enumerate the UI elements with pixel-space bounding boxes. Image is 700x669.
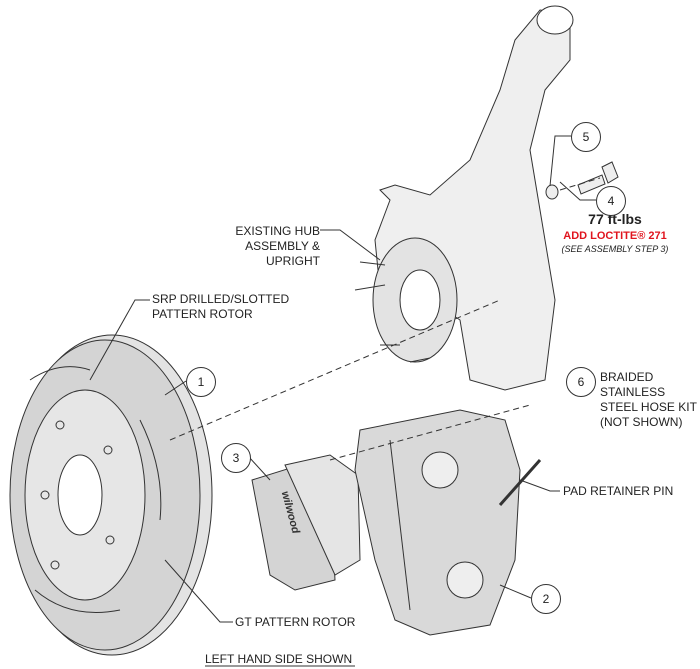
rotor-drawing xyxy=(9,334,213,656)
hub-label-line: ASSEMBLY & xyxy=(245,239,320,253)
callout-3: 3 xyxy=(221,443,251,473)
torque-spec: 77 ft-lbs xyxy=(588,211,642,227)
footer-note: LEFT HAND SIDE SHOWN xyxy=(205,652,353,666)
pad-retainer-pin-label: PAD RETAINER PIN xyxy=(563,484,674,498)
callout-2: 2 xyxy=(531,584,561,614)
hub-label: EXISTING HUB ASSEMBLY & UPRIGHT xyxy=(220,224,320,269)
brake-pads-drawing xyxy=(251,454,361,591)
hub-upright-drawing xyxy=(354,5,574,391)
hose-kit-label-line: (NOT SHOWN) xyxy=(600,415,683,429)
hose-kit-label: BRAIDED STAINLESS STEEL HOSE KIT (NOT SH… xyxy=(600,370,697,430)
hub-label-line: UPRIGHT xyxy=(266,254,320,268)
callout-4: 4 xyxy=(596,186,626,216)
srp-rotor-label-line: PATTERN ROTOR xyxy=(152,307,253,321)
callout-6: 6 xyxy=(566,367,596,397)
loctite-note: ADD LOCTITE® 271 xyxy=(563,230,667,242)
gt-rotor-label: GT PATTERN ROTOR xyxy=(235,615,356,629)
assembly-step-note: (SEE ASSEMBLY STEP 3) xyxy=(561,244,669,254)
callout-5: 5 xyxy=(571,122,601,152)
hose-kit-label-line: STAINLESS xyxy=(600,385,666,399)
bolt-drawing xyxy=(577,161,619,195)
hub-label-line: EXISTING HUB xyxy=(235,224,320,238)
callout-1: 1 xyxy=(186,367,216,397)
hose-kit-label-line: STEEL HOSE KIT xyxy=(600,400,697,414)
hose-kit-label-line: BRAIDED xyxy=(600,370,654,384)
srp-rotor-label: SRP DRILLED/SLOTTED PATTERN ROTOR xyxy=(152,292,289,322)
caliper-drawing xyxy=(354,409,521,636)
srp-rotor-label-line: SRP DRILLED/SLOTTED xyxy=(152,292,290,306)
